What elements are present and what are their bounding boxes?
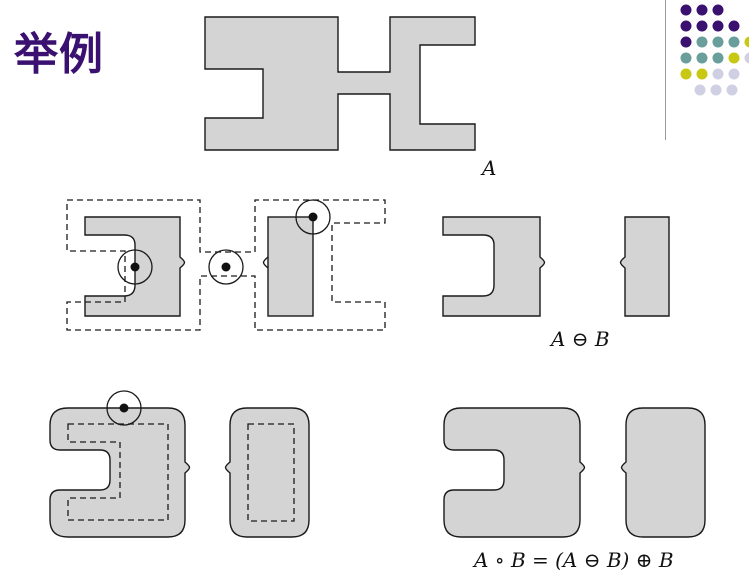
- decor-dot: [680, 36, 692, 48]
- erosion-right: [619, 216, 670, 317]
- origin-dot-4: [119, 403, 129, 413]
- opening-right-b: [620, 407, 706, 538]
- decor-dot: [696, 36, 708, 48]
- decor-dot: [712, 52, 724, 64]
- decor-dot: [744, 52, 749, 64]
- structuring-element-4: [106, 390, 142, 426]
- decor-dot: [696, 68, 708, 80]
- structuring-element-2: [208, 249, 244, 285]
- decor-dot: [728, 20, 740, 32]
- decor-dot: [728, 36, 740, 48]
- decor-dot: [680, 20, 692, 32]
- dashed-inner-right: [247, 423, 295, 522]
- decor-dot: [680, 68, 692, 80]
- decor-dot: [680, 4, 692, 16]
- decor-dot: [710, 84, 722, 96]
- slide-title: 举例: [14, 29, 104, 80]
- shape-a: [204, 16, 476, 151]
- decor-dot: [726, 84, 738, 96]
- decor-dot: [712, 4, 724, 16]
- decor-dot: [696, 4, 708, 16]
- origin-dot-1: [130, 262, 140, 272]
- structuring-element-1: [117, 249, 153, 285]
- decor-dot: [712, 20, 724, 32]
- opening-left-b: [443, 407, 586, 538]
- eroded-right-notch: [262, 256, 269, 269]
- decor-dot: [744, 36, 749, 48]
- eroded-right-piece: [267, 216, 314, 317]
- origin-dot-2: [221, 262, 231, 272]
- label-a: A: [482, 156, 497, 180]
- decor-dot: [694, 84, 706, 96]
- dashed-outline-a-left: [66, 199, 386, 331]
- decor-dot: [728, 52, 740, 64]
- decor-dot: [712, 68, 724, 80]
- label-erosion: A ⊖ B: [551, 327, 610, 351]
- label-opening: A ∘ B = (A ⊖ B) ⊕ B: [474, 548, 674, 572]
- opening-right-a: [224, 407, 310, 538]
- divider-line: [665, 0, 666, 140]
- dashed-inner-left: [67, 423, 169, 521]
- eroded-left-piece: [84, 216, 186, 317]
- decor-dot: [696, 52, 708, 64]
- origin-dot-3: [308, 212, 318, 222]
- decor-dot: [680, 52, 692, 64]
- structuring-element-3: [295, 199, 331, 235]
- decor-dot: [728, 68, 740, 80]
- decor-dot: [712, 36, 724, 48]
- erosion-left: [442, 216, 546, 317]
- decor-dot: [696, 20, 708, 32]
